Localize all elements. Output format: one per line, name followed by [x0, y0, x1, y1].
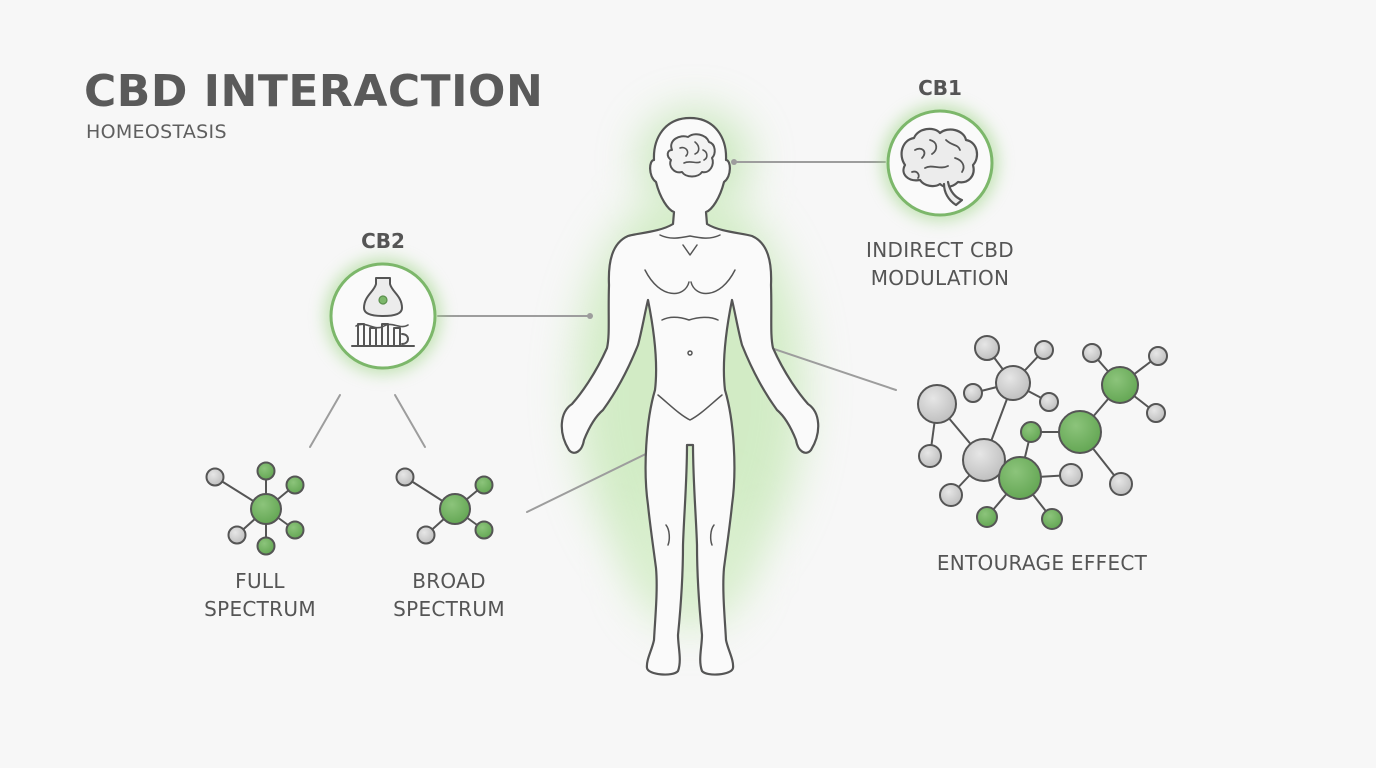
full-spectrum-line1: FULL [235, 569, 285, 593]
entourage-green-node [1020, 421, 1042, 443]
full-spectrum-node [227, 525, 247, 545]
cb2-label: CB2 [361, 229, 405, 253]
connector-cb1-dot [731, 159, 737, 165]
full-spectrum-line2: SPECTRUM [204, 597, 316, 621]
entourage-green-node [1101, 366, 1139, 404]
full-spectrum-molecule [205, 461, 305, 556]
entourage-node [939, 483, 963, 507]
full-spectrum-node [285, 520, 305, 540]
entourage-green-node [998, 456, 1042, 500]
entourage-node [1148, 346, 1168, 366]
full-spectrum-node [256, 536, 276, 556]
entourage-node [962, 438, 1006, 482]
entourage-green-node [976, 506, 998, 528]
broad-spectrum-molecule [395, 467, 494, 545]
connector-entourage [761, 344, 897, 391]
page-subtitle: HOMEOSTASIS [86, 121, 227, 143]
entourage-node [1039, 392, 1059, 412]
page-title: CBD INTERACTION [84, 66, 544, 117]
broad-spectrum-node [474, 520, 494, 540]
brain-icon [900, 127, 979, 207]
full-spectrum-caption: FULL SPECTRUM [180, 567, 340, 623]
full-spectrum-node [285, 475, 305, 495]
entourage-node [963, 383, 983, 403]
cb1-caption-line1: INDIRECT CBD [866, 238, 1014, 262]
full-spectrum-core-node [250, 493, 282, 525]
entourage-node [995, 365, 1031, 401]
entourage-node [1059, 463, 1083, 487]
entourage-network [917, 335, 1168, 530]
cb2-receptor [325, 258, 441, 374]
entourage-green-node [1058, 410, 1102, 454]
full-spectrum-node [256, 461, 276, 481]
entourage-node [1082, 343, 1102, 363]
synapse-receptor-icon [351, 277, 415, 347]
entourage-node [1034, 340, 1054, 360]
head-brain-icon [666, 133, 716, 178]
broad-spectrum-node [395, 467, 415, 487]
cb1-caption: INDIRECT CBD MODULATION [840, 236, 1040, 292]
entourage-node [917, 384, 957, 424]
entourage-node [1146, 403, 1166, 423]
broad-spectrum-line2: SPECTRUM [393, 597, 505, 621]
cb1-label: CB1 [918, 76, 962, 100]
connector-cb2-full [309, 394, 341, 448]
full-spectrum-node [205, 467, 225, 487]
broad-spectrum-node [474, 475, 494, 495]
human-body-outline [560, 116, 820, 676]
entourage-green-node [1041, 508, 1063, 530]
human-figure-icon [560, 116, 820, 676]
connector-cb2-dot [587, 313, 593, 319]
cb1-receptor [882, 105, 998, 221]
broad-spectrum-line1: BROAD [412, 569, 486, 593]
entourage-caption: ENTOURAGE EFFECT [936, 551, 1148, 575]
broad-spectrum-node [416, 525, 436, 545]
entourage-node [918, 444, 942, 468]
cb1-caption-line2: MODULATION [870, 266, 1010, 290]
broad-spectrum-caption: BROAD SPECTRUM [369, 567, 529, 623]
anatomy-details [644, 234, 736, 546]
entourage-node [974, 335, 1000, 361]
broad-spectrum-core-node [439, 493, 471, 525]
entourage-node [1109, 472, 1133, 496]
connector-broad [526, 446, 661, 513]
connector-cb2-broad [394, 394, 426, 448]
